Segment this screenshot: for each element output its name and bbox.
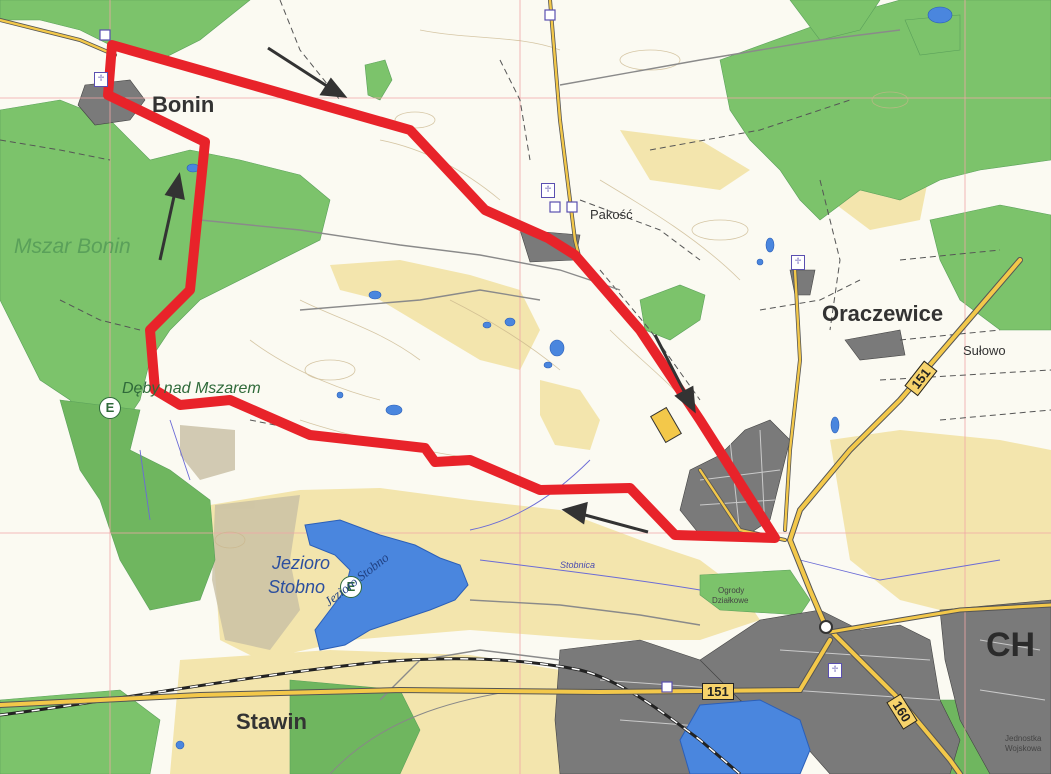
church-icon-pakosc: ♱ [541, 183, 555, 198]
military-label-1: Jednostka [1005, 734, 1042, 743]
trail-label: Dęby nad Mszarem [122, 380, 261, 397]
map-markers [99, 9, 673, 693]
tracks [0, 0, 1051, 441]
lake-label-line2: Stobno [268, 577, 326, 597]
church-icon-oraczewice: ♱ [791, 255, 805, 270]
hiking-route [103, 40, 780, 543]
local-roads [199, 29, 901, 701]
bog-areas [180, 425, 300, 650]
lake-stobno [304, 519, 469, 651]
place-label-sulowo: Sułowo [963, 343, 1006, 358]
gardens-label-2: Działkowe [712, 596, 749, 605]
place-label-bonin: Bonin [152, 92, 215, 117]
road-shield-151-south: 151 [702, 683, 734, 700]
lake-label-line1: Jezioro [272, 553, 331, 573]
yellow-marker [650, 406, 682, 444]
stream-label: Stobnica [560, 560, 596, 570]
direction-arrows [158, 46, 696, 534]
place-label-city-partial: CH [986, 626, 1036, 664]
ponds [175, 6, 953, 750]
roundabout [819, 620, 833, 634]
place-label-stawin: Stawin [236, 709, 307, 734]
streams [139, 419, 1001, 591]
eco-icon-trail: E [99, 397, 121, 419]
church-icon-city: ♱ [828, 663, 842, 678]
gardens-label-1: Ogrody [718, 586, 745, 595]
military-label-2: Wojskowa [1005, 744, 1042, 753]
church-icon-bonin: ♱ [94, 72, 108, 87]
eco-icon-lake: E [340, 576, 362, 598]
contours [214, 29, 909, 549]
lake-bottom [679, 699, 811, 774]
place-label-pakosc: Pakość [590, 207, 633, 222]
bog-label: Mszar Bonin [14, 235, 131, 258]
place-label-oraczewice: Oraczewice [822, 301, 944, 326]
